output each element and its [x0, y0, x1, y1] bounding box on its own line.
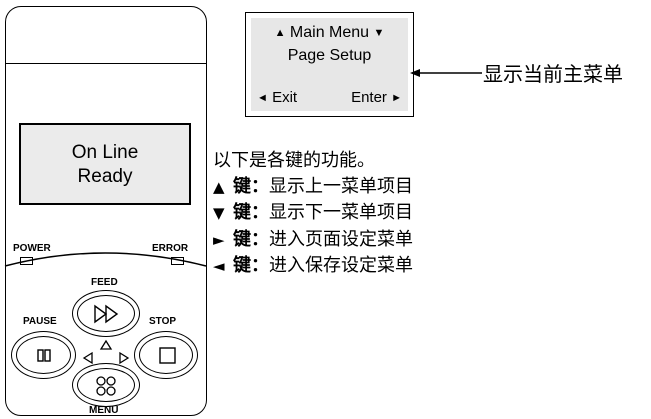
separator: ：	[251, 228, 269, 250]
pause-button[interactable]	[11, 331, 76, 379]
pause-button-label: PAUSE	[23, 316, 57, 327]
stop-icon	[159, 347, 176, 364]
stop-button[interactable]	[134, 331, 198, 379]
separator: ：	[251, 202, 269, 223]
key-word: 键	[233, 175, 251, 197]
menu-title-row: ▲ Main Menu ▼	[251, 24, 408, 42]
error-led-label: ERROR	[152, 243, 189, 254]
enter-label: Enter	[351, 89, 387, 106]
separator: ：	[251, 255, 269, 276]
description-row: ▲ 键：显示上一菜单项目	[213, 174, 413, 201]
down-arrow-icon: ▼	[213, 204, 225, 222]
right-arrow-icon: ►	[391, 92, 402, 104]
menu-button[interactable]	[72, 363, 140, 407]
description-row: ▼ 键：显示下一菜单项目	[213, 200, 413, 227]
left-arrow-icon: ◄	[213, 257, 225, 275]
power-led	[20, 257, 33, 265]
feed-button-label: FEED	[91, 277, 118, 288]
lcd-line-2: Ready	[77, 166, 133, 187]
key-word: 键	[233, 202, 251, 223]
menu-icon	[96, 376, 116, 396]
menu-current-item: Page Setup	[287, 47, 372, 64]
printer-panel: On Line Ready POWER ERROR FEED PAUSE STO…	[4, 6, 207, 416]
lcd-line-1: On Line	[71, 142, 139, 163]
key-word: 键	[233, 255, 251, 276]
menu-button-label: MENU	[89, 405, 119, 416]
exit-softkey: ◄ Exit	[257, 89, 297, 106]
callout-label: 显示当前主菜单	[483, 62, 623, 86]
key-function-text: 进入保存设定菜单	[269, 255, 413, 276]
key-word: 键	[233, 228, 251, 250]
fast-forward-icon	[94, 304, 119, 324]
right-arrow-icon: ►	[213, 230, 225, 249]
left-arrow-icon: ◄	[257, 92, 268, 104]
pause-icon	[37, 349, 51, 362]
key-function-text: 显示下一菜单项目	[269, 202, 413, 223]
description-heading: 以下是各键的功能。	[213, 150, 375, 171]
exit-label: Exit	[272, 89, 298, 106]
description-row: ► 键：进入页面设定菜单	[213, 227, 413, 254]
feed-button[interactable]	[72, 290, 140, 337]
menu-title: Main Menu	[289, 24, 370, 41]
enter-softkey: Enter ►	[351, 89, 402, 106]
key-function-description: 以下是各键的功能。 ▲键：显示上一菜单项目 ▼键：显示下一菜单项目 ►键：进入页…	[213, 148, 413, 280]
up-arrow-icon: ▲	[274, 27, 286, 39]
menu-screen-display: ▲ Main Menu ▼ Page Setup ◄ Exit Enter ►	[245, 12, 414, 117]
key-function-text: 进入页面设定菜单	[269, 228, 413, 250]
panel-lower-curve	[4, 252, 207, 267]
stop-button-label: STOP	[149, 316, 177, 327]
callout-arrow	[410, 69, 482, 77]
description-row: ◄ 键：进入保存设定菜单	[213, 253, 413, 280]
power-led-label: POWER	[13, 243, 51, 254]
key-function-text: 显示上一菜单项目	[269, 175, 413, 197]
lcd-display: On Line Ready	[19, 123, 191, 205]
down-arrow-icon: ▼	[373, 27, 385, 39]
up-arrow-icon: ▲	[213, 177, 225, 196]
separator: ：	[251, 175, 269, 197]
panel-top-divider	[6, 63, 206, 64]
